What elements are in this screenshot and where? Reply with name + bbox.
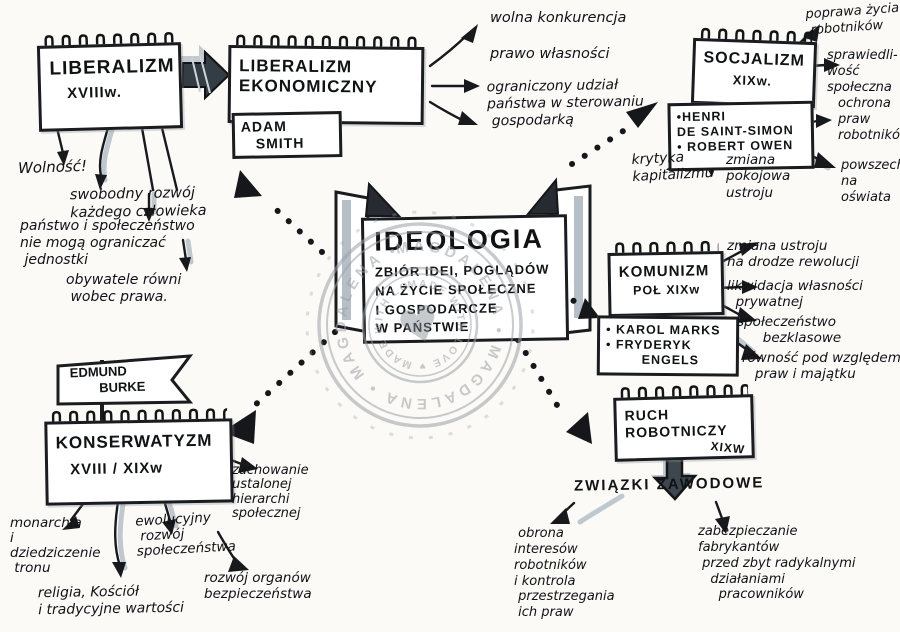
spiral-binding-icon: ∩∩∩∩∩∩∩∩∩∩∩∩∩∩ (49, 405, 228, 426)
node-liberalizm: ∩∩∩∩∩∩∩∩∩∩∩∩∩∩ LIBERALIZM XVIIIw. (36, 29, 184, 132)
arrowhead-ruch (566, 412, 592, 444)
banner-corner-triangle-left (364, 181, 402, 217)
komunizm-period: POŁ XIXw (632, 282, 701, 298)
note-swobodny-rozwoj: swobodny rozwój każdego człowieka (69, 185, 207, 221)
komunizm-title: KOMUNIZM (618, 262, 710, 281)
note-krytyka-kapitalizmu: krytyka kapitalizmu (631, 149, 714, 186)
note-ochrona-praw: ochrona praw robotników (838, 96, 900, 143)
trail-to-socjalizm (569, 121, 637, 167)
trail-to-liberalizm (265, 199, 325, 255)
liberalizm-period: XVIIIw. (66, 84, 123, 103)
edmund-burke-flag-label: EDMUND BURKE (69, 363, 146, 396)
arrowhead-liberalizm (234, 170, 262, 198)
lib-eko-title: LIBERALIZM EKONOMICZNY (238, 56, 378, 97)
node-komunizm-thinkers: • KAROL MARKS • FRYDERYK ENGELS (596, 315, 740, 377)
ruch-period: XIXW (710, 438, 747, 457)
node-komunizm: ∩∩∩∩∩∩∩∩∩∩∩∩∩∩ KOMUNIZM POŁ XIXw (607, 238, 725, 318)
trail-to-ruch (515, 337, 563, 413)
node-ideologia: IDEOLOGIA ZBIÓR IDEI, POGLĄDÓW NA ŻYCIE … (360, 214, 570, 344)
liberalizm-title: LIBERALIZM (49, 55, 175, 80)
node-konserwatyzm: ∩∩∩∩∩∩∩∩∩∩∩∩∩∩ KONSERWATYZM XVIII / XIXw (44, 405, 234, 506)
note-wolnosc: Wolność! (17, 156, 88, 178)
note-zmiana-pokojowa: zmiana pokojowa ustroju (726, 152, 791, 201)
komunizm-thinkers-label: • KAROL MARKS • FRYDERYK ENGELS (605, 322, 721, 367)
ideologia-definition: ZBIÓR IDEI, POGLĄDÓW NA ŻYCIE SPOŁECZNE … (374, 261, 550, 336)
socjalizm-title: SOCJALIZM (703, 49, 806, 70)
note-sprawiedliwosc: sprawiedli- wość społeczna (827, 48, 898, 95)
arrowhead-konserwatyzm (222, 410, 256, 444)
konserwatyzm-period: XVIII / XIXw (69, 459, 164, 479)
dotted-trails (251, 121, 637, 413)
spiral-binding-icon: ∩∩∩∩∩∩∩∩∩∩∩∩∩∩ (698, 25, 813, 47)
note-wolna-konkurencja: wolna konkurencja (490, 10, 627, 26)
note-ograniczony-udzial: ograniczony udział państwa w sterowaniu … (486, 77, 645, 130)
note-zabezpieczanie: zabezpieczanie fabrykantów przed zbyt ra… (698, 524, 856, 603)
spiral-binding-icon: ∩∩∩∩∩∩∩∩∩∩∩∩∩∩ (233, 32, 420, 51)
note-panstwo: państwo i społeczeństwo nie mogą ogranic… (20, 218, 195, 269)
spiral-binding-icon: ∩∩∩∩∩∩∩∩∩∩∩∩∩∩ (612, 238, 719, 257)
node-socjalizm: ∩∩∩∩∩∩∩∩∩∩∩∩∩∩ SOCJALIZM XIXw. (690, 25, 818, 109)
note-poprawa-zycia: poprawa życia robotników (805, 0, 900, 39)
banner-corner-triangle-right (525, 177, 560, 215)
note-monarchia: monarchia i dziedziczenie tronu (10, 515, 101, 576)
note-prawo-wlasnosci: prawo własności (490, 46, 610, 62)
note-religia: religia, Kościół i tradycyjne wartości (37, 583, 185, 619)
ideologia-title: IDEOLOGIA (374, 223, 545, 257)
node-ruch-robotniczy: ∩∩∩∩∩∩∩∩∩∩∩∩∩∩ RUCH ROBOTNICZY XIXW (613, 381, 755, 462)
node-adam-smith: ADAM SMITH (231, 111, 343, 159)
note-zmiana-ustroju: zmiana ustroju na drodze rewolucji (727, 238, 860, 271)
socjalizm-thinkers-label: •HENRI DE SAINT-SIMON • ROBERT OWEN (676, 109, 794, 154)
arrowhead-socjalizm (626, 102, 658, 128)
note-likwidacja: likwidacja własności prywatnej (727, 278, 863, 311)
note-ewolucyjny: ewolucyjny rozwój społeczeństwa (134, 509, 237, 560)
note-rownosc: równość pod względem praw i majątku (742, 350, 900, 383)
spiral-binding-icon: ∩∩∩∩∩∩∩∩∩∩∩∩∩∩ (41, 29, 176, 50)
zwiazki-zawodowe-heading: ZWIĄZKI ZAWODOWE (573, 474, 765, 495)
arrowhead-komunizm (578, 298, 600, 319)
konserwatyzm-title: KONSERWATYZM (55, 430, 213, 453)
note-obywatele: obywatele równi wobec prawa. (66, 272, 182, 306)
trail-arrowheads (222, 102, 658, 444)
block-arrow-icon (176, 45, 231, 101)
note-powszechna-oswiata: powszech- na oświata (841, 158, 900, 205)
trail-to-konserwatyzm (251, 329, 338, 409)
spiral-binding-icon: ∩∩∩∩∩∩∩∩∩∩∩∩∩∩ (617, 381, 749, 402)
adam-smith-label: ADAM SMITH (240, 118, 305, 152)
flag-icon (56, 354, 194, 428)
note-spoleczenstwo-bezklasowe: społeczeństwo bezklasowe (737, 314, 842, 347)
note-rozwoj-organow: rozwój organów bezpieczeństwa (204, 570, 312, 603)
socjalizm-period: XIXw. (732, 72, 773, 89)
trail-to-komunizm (557, 291, 585, 308)
note-obrona-interesow: obrona interesów robotników i kontrola p… (514, 526, 615, 621)
note-zachowanie-hierarchii: zachowanie ustalonej hierarchi społeczne… (232, 463, 309, 521)
ruch-title: RUCH ROBOTNICZY (624, 406, 728, 441)
